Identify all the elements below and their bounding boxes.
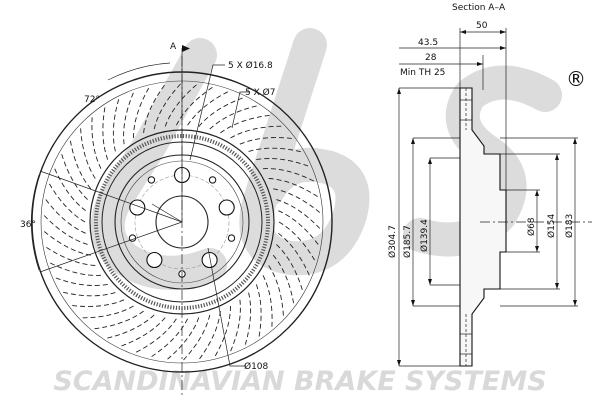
cooling-vane <box>175 87 213 126</box>
cooling-vane <box>94 310 144 330</box>
bolt-hole <box>218 199 235 216</box>
cooling-vane <box>278 221 315 261</box>
bolt-hole-leader <box>189 64 225 161</box>
cooling-vane <box>49 183 86 223</box>
inner-diameter-leader <box>207 247 246 367</box>
disc-profile <box>459 87 507 367</box>
cooling-vane <box>91 117 102 169</box>
cooling-vane <box>255 284 262 337</box>
cooling-vane <box>272 254 295 304</box>
cooling-vane <box>55 277 108 286</box>
cooling-vane <box>72 299 125 307</box>
small-hole <box>208 176 217 184</box>
small-holes-label: 5 X Ø7 <box>245 87 275 98</box>
d-center-label: Ø68 <box>526 217 537 236</box>
cooling-vane <box>167 317 200 360</box>
cooling-vane <box>153 83 181 130</box>
cooling-vane <box>80 128 96 179</box>
cooling-vane <box>248 147 301 153</box>
disc-section-view: Section A–A <box>387 3 592 367</box>
cooling-vane <box>278 210 319 245</box>
d-hub-label: Ø154 <box>546 213 557 238</box>
angle-ray-lower <box>39 221 183 273</box>
d-hat-outer-label: Ø183 <box>564 214 575 238</box>
offset-43.5-label: 43.5 <box>418 38 438 48</box>
cooling-vane <box>183 314 211 361</box>
cooling-vane <box>199 311 221 360</box>
cooling-vane <box>276 199 321 229</box>
cooling-vane <box>209 105 257 130</box>
cooling-vane <box>54 168 86 212</box>
cooling-vane <box>107 314 155 339</box>
cooling-vane <box>276 244 303 290</box>
thickness-28-label: 28 <box>425 53 437 63</box>
cooling-vane <box>43 215 88 245</box>
cooling-vane <box>112 99 120 152</box>
cooling-vane <box>230 125 282 139</box>
cooling-vane <box>244 292 252 345</box>
cooling-vane <box>63 291 116 297</box>
small-hole <box>147 176 156 184</box>
small-hole-leader <box>231 91 250 129</box>
cooling-vane <box>143 84 165 133</box>
cooling-vane <box>278 232 310 276</box>
cooling-vane <box>50 262 102 276</box>
d-hat-label: Ø139.4 <box>419 219 430 252</box>
bolt-hole <box>146 251 163 269</box>
bolt-holes-label: 5 X Ø16.8 <box>228 60 273 71</box>
cooling-vane <box>123 92 134 145</box>
cooling-vane <box>82 305 134 319</box>
bolt-hole <box>201 251 218 269</box>
bolt-hole <box>129 199 146 216</box>
cooling-vane <box>46 247 96 266</box>
cooling-vane <box>151 318 189 357</box>
cooling-vane <box>268 265 284 316</box>
d-outer-label: Ø304.7 <box>387 225 398 258</box>
cooling-vane <box>45 199 86 234</box>
cooling-vane <box>121 317 166 347</box>
cooling-vane <box>220 114 270 134</box>
cooling-vane <box>61 154 88 200</box>
inner-diameter-label: Ø108 <box>244 361 269 372</box>
cooling-vane <box>187 91 229 126</box>
cooling-vanes <box>43 83 321 361</box>
cooling-vane <box>262 275 273 327</box>
cooling-vane <box>44 231 91 256</box>
angle-arc-top <box>107 62 171 81</box>
section-title: Section A–A <box>452 3 506 13</box>
cooling-vane <box>268 178 318 197</box>
cooling-vane <box>102 107 109 160</box>
cooling-vane <box>262 168 314 182</box>
cooling-vane <box>273 188 320 213</box>
cooling-vane <box>69 140 92 190</box>
disc-front-view: A 72° 36° 5 X Ø16.8 5 X Ø7 Ø108 <box>20 42 333 396</box>
cooling-vane <box>230 299 241 352</box>
cooling-vane <box>256 158 309 167</box>
angle-ray-left <box>39 170 183 223</box>
center-ray <box>151 203 183 223</box>
dimension-arrows <box>397 30 577 366</box>
watermark-text: SCANDINAVIAN BRAKE SYSTEMS <box>53 366 546 397</box>
small-hole <box>227 234 236 242</box>
cooling-vane <box>164 84 197 127</box>
cooling-vane <box>135 318 177 353</box>
angle-arc-left <box>30 174 40 271</box>
angle-72-label: 72° <box>84 95 100 105</box>
profile-outline <box>459 87 507 367</box>
min-thickness-label: Min TH 25 <box>400 68 445 78</box>
bolt-holes <box>129 166 235 269</box>
section-arrow-top <box>182 45 190 52</box>
cooling-vane <box>133 87 150 139</box>
cooling-vane <box>239 137 292 145</box>
section-label-top: A <box>170 42 177 52</box>
width-50-label: 50 <box>476 21 488 31</box>
angle-36-label: 36° <box>20 220 36 230</box>
d-friction-inner-label: Ø185.7 <box>402 225 413 258</box>
cooling-vane <box>214 305 231 357</box>
cooling-vane <box>198 97 243 127</box>
registered-mark: ® <box>566 67 586 91</box>
